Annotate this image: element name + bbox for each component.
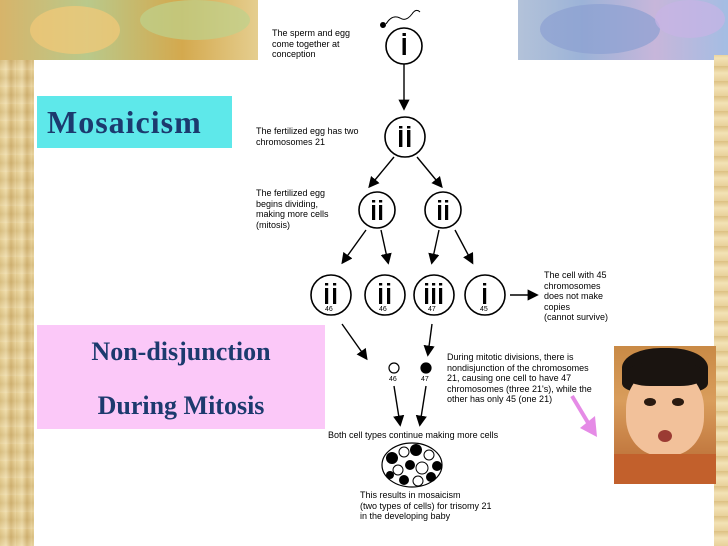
zygote-cell bbox=[380, 9, 423, 65]
conception-label: The sperm and egg come together at conce… bbox=[272, 28, 351, 59]
parchment-border bbox=[0, 0, 34, 546]
child-portrait-photo bbox=[614, 346, 716, 484]
parchment-right-border bbox=[714, 55, 728, 546]
daughter-cell-right bbox=[424, 191, 462, 229]
subtitle-line-2: During Mitosis bbox=[97, 391, 265, 420]
parchment-texture bbox=[0, 0, 34, 546]
small-count-46: 46 bbox=[389, 376, 397, 383]
cell-count-45: 45 bbox=[480, 306, 488, 313]
small-count-47: 47 bbox=[421, 376, 429, 383]
cannot-survive-note: The cell with 45 chromosomes does not ma… bbox=[544, 270, 609, 322]
slide-title-text: Mosaicism bbox=[47, 103, 202, 140]
fertilized-egg-cell bbox=[384, 116, 426, 158]
fertilized-egg-label: The fertilized egg has two chromosomes 2… bbox=[256, 126, 359, 147]
cell-46-a bbox=[310, 274, 352, 316]
nondisjunction-note: During mitotic divisions, there is nondi… bbox=[447, 352, 592, 404]
subtitle-line-1: Non-disjunction bbox=[91, 337, 271, 366]
pink-arrow-to-photo bbox=[570, 394, 597, 437]
result-note: This results in mosaicism (two types of … bbox=[360, 490, 492, 521]
small-cell-47 bbox=[420, 362, 432, 374]
cell-45 bbox=[464, 274, 506, 316]
cell-count-46-b: 46 bbox=[379, 306, 387, 313]
mosaic-cell-cluster bbox=[381, 442, 443, 488]
cell-count-46-a: 46 bbox=[325, 306, 333, 313]
small-cell-46 bbox=[388, 362, 400, 374]
slide-subtitle-box: Non-disjunction During Mitosis bbox=[37, 325, 325, 429]
daughter-cell-left bbox=[358, 191, 396, 229]
continue-note: Both cell types continue making more cel… bbox=[328, 430, 499, 440]
slide-title: Mosaicism bbox=[37, 96, 232, 148]
dividing-label: The fertilized egg begins dividing, maki… bbox=[256, 188, 329, 230]
cell-count-47: 47 bbox=[428, 306, 436, 313]
cell-46-b bbox=[364, 274, 406, 316]
cell-47 bbox=[413, 274, 455, 316]
